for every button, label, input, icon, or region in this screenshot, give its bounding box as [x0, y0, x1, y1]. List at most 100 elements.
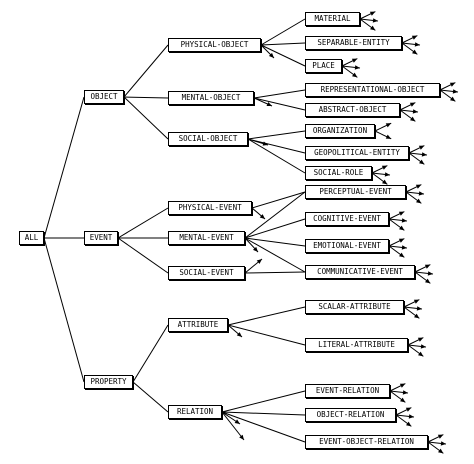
edge-all-property [43, 237, 85, 383]
arrow-rel-more2 [221, 411, 245, 441]
node-perceptual-event: PERCEPTUAL-EVENT [305, 185, 406, 199]
node-event-relation: EVENT-RELATION [305, 384, 390, 398]
arrowhead-icon [400, 397, 406, 403]
node-property: PROPERTY [84, 375, 133, 389]
node-event-object-relation: EVENT-OBJECT-RELATION [305, 435, 428, 449]
edge-phys-material [260, 18, 306, 46]
edge-social-role [247, 138, 306, 174]
arrowhead-icon [406, 421, 412, 427]
node-event: EVENT [84, 231, 118, 245]
node-material: MATERIAL [305, 12, 360, 26]
arrowhead-icon [408, 414, 414, 419]
arrowhead-icon [417, 337, 424, 342]
arrowhead-icon [419, 159, 425, 165]
edge-attr-literal [227, 324, 306, 346]
edge-se-communicative [244, 271, 306, 274]
arrowhead-icon [236, 332, 242, 337]
edge-prop-relation [132, 381, 169, 413]
arrowhead-icon [259, 214, 265, 219]
arrowhead-icon [420, 344, 426, 349]
arrowhead-icon [266, 101, 272, 106]
node-emotional-event: EMOTIONAL-EVENT [305, 239, 389, 253]
edge-me-communicative [244, 237, 306, 273]
node-communicative-event: COMMUNICATIVE-EVENT [305, 265, 415, 279]
edge-social-org [247, 130, 306, 140]
arrowhead-icon [385, 134, 392, 139]
node-relation: RELATION [168, 405, 222, 419]
arrowhead-icon [410, 116, 416, 122]
node-social-object: SOCIAL-OBJECT [168, 132, 248, 146]
edge-pe-perceptual [251, 191, 306, 209]
arrowhead-icon [450, 96, 456, 102]
node-physical-event: PHYSICAL-EVENT [168, 201, 252, 215]
edge-event-physical [117, 207, 169, 239]
arrowhead-icon [398, 238, 405, 243]
node-object: OBJECT [84, 90, 124, 104]
node-organization: ORGANIZATION [305, 124, 375, 138]
edge-me-cognitive [244, 218, 306, 239]
arrowhead-icon [384, 172, 390, 177]
arrowhead-icon [418, 145, 425, 150]
node-literal-attribute: LITERAL-ATTRIBUTE [305, 338, 408, 352]
edge-rel-event [221, 390, 306, 413]
arrowhead-icon [411, 35, 418, 40]
arrowhead-icon [440, 441, 446, 446]
arrowhead-icon [398, 211, 405, 216]
arrowhead-icon [424, 264, 431, 269]
arrowhead-icon [418, 351, 424, 357]
arrowhead-icon [381, 165, 388, 170]
edge-phys-separable [260, 42, 306, 46]
edge-mental-repr [253, 89, 306, 99]
arrowhead-icon [234, 419, 240, 424]
arrowhead-icon [416, 306, 422, 311]
arrowhead-icon [402, 390, 408, 395]
arrowhead-icon [414, 313, 420, 319]
arrowhead-icon [412, 109, 418, 114]
edge-object-mental [123, 96, 169, 99]
node-all: ALL [19, 231, 44, 245]
arrowhead-icon [256, 259, 262, 264]
arrowhead-icon [425, 278, 431, 284]
node-physical-object: PHYSICAL-OBJECT [168, 38, 261, 52]
node-separable-entity: SEPARABLE-ENTITY [305, 36, 402, 50]
arrowhead-icon [409, 102, 416, 107]
arrowhead-icon [262, 141, 268, 146]
node-cognitive-event: COGNITIVE-EVENT [305, 212, 389, 226]
arrowhead-icon [449, 82, 456, 87]
node-social-role: SOCIAL-ROLE [305, 166, 372, 180]
arrowhead-icon [421, 152, 427, 157]
arrowhead-icon [252, 246, 258, 252]
node-representational-object: REPRESENTATIONAL-OBJECT [305, 83, 440, 97]
arrowhead-icon [401, 218, 407, 223]
arrowhead-icon [370, 25, 376, 31]
edge-rel-eventobject [221, 411, 306, 443]
edge-mental-abstract [253, 97, 306, 111]
edge-prop-attribute [132, 324, 169, 383]
edge-object-social [123, 96, 169, 140]
arrowhead-icon [352, 72, 358, 78]
arrowhead-icon [239, 434, 244, 440]
arrowhead-icon [437, 434, 444, 439]
node-geopolitical-entity: GEOPOLITICAL-ENTITY [305, 146, 409, 160]
arrowhead-icon [369, 11, 376, 16]
node-attribute: ATTRIBUTE [168, 318, 228, 332]
edge-phys-place [260, 44, 306, 67]
edge-event-social [117, 237, 169, 274]
arrowhead-icon [354, 65, 360, 70]
arrowhead-icon [351, 58, 358, 63]
arrowhead-icon [405, 407, 412, 412]
arrowhead-icon [413, 299, 420, 304]
arrowhead-icon [385, 123, 392, 128]
edge-object-physical [123, 44, 169, 98]
arrowhead-icon [452, 89, 458, 94]
node-mental-event: MENTAL-EVENT [168, 231, 245, 245]
node-place: PLACE [305, 59, 342, 73]
arrowhead-icon [401, 245, 407, 250]
arrowhead-icon [427, 271, 433, 276]
node-scalar-attribute: SCALAR-ATTRIBUTE [305, 300, 404, 314]
arrowhead-icon [416, 198, 422, 204]
edge-rel-object [221, 411, 306, 416]
edge-me-emotional [244, 237, 306, 247]
arrowhead-icon [438, 448, 444, 454]
